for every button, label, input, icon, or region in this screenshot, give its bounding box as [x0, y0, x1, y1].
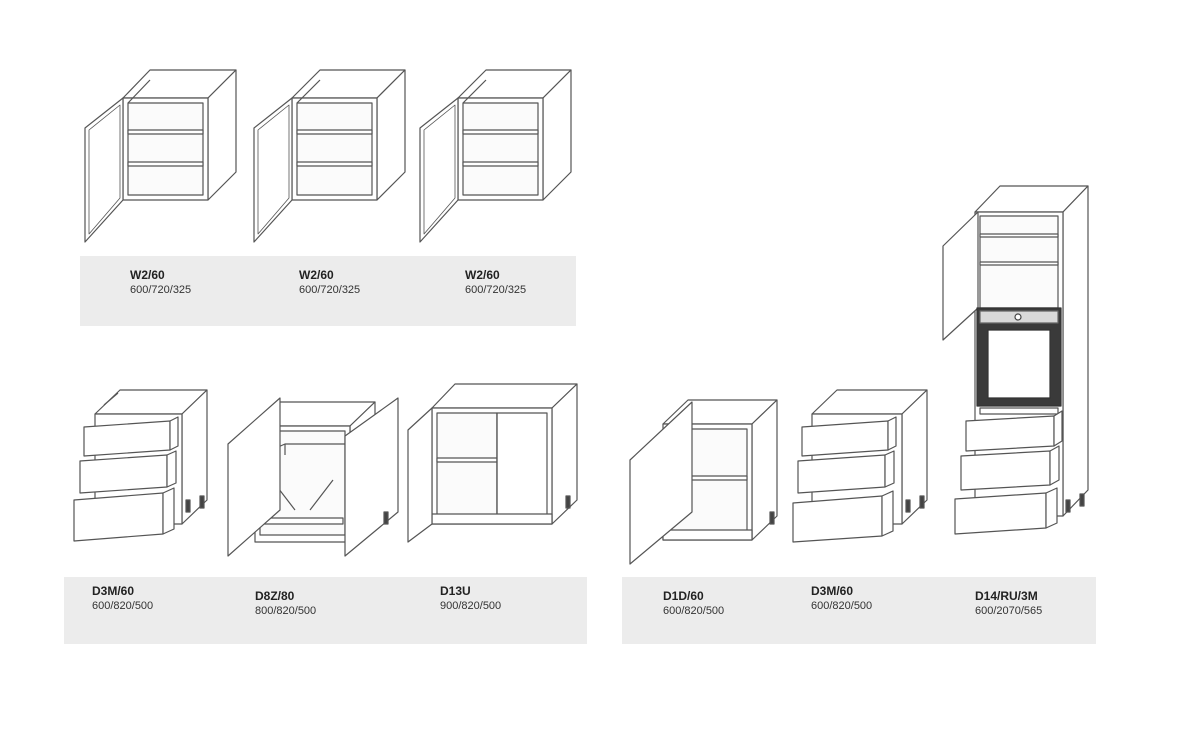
- cabinet-label-3: W2/60 600/720/325: [465, 269, 526, 296]
- cabinet-dimensions: 600/720/325: [465, 284, 527, 296]
- cabinet-label-6: D13U 900/820/500: [440, 585, 501, 612]
- cabinet-code: D3M/60: [811, 584, 854, 598]
- cabinet-drawing-d14-ru-3m: [943, 186, 1088, 534]
- cabinet-code: W2/60: [130, 268, 165, 282]
- cabinet-dimensions: 600/2070/565: [975, 605, 1043, 617]
- cabinet-label-7: D1D/60 600/820/500: [663, 590, 724, 617]
- cabinet-drawing-w2-60-1: [85, 70, 236, 242]
- cabinet-drawing-d3m-60-b: [793, 390, 927, 542]
- cabinet-label-4: D3M/60 600/820/500: [92, 585, 153, 612]
- cabinet-drawing-d3m-60-a: [74, 390, 207, 541]
- cabinet-dimensions: 900/820/500: [440, 600, 502, 612]
- cabinet-code: W2/60: [299, 268, 334, 282]
- cabinet-drawing-d13u: [408, 384, 577, 542]
- cabinet-code: W2/60: [465, 268, 500, 282]
- cabinet-label-5: D8Z/80 800/820/500: [255, 590, 316, 617]
- cabinet-drawing-d1d-60: [630, 400, 777, 564]
- cabinet-code: D3M/60: [92, 584, 135, 598]
- cabinet-dimensions: 600/820/500: [811, 600, 873, 612]
- cabinet-code: D14/RU/3M: [975, 589, 1038, 603]
- cabinet-code: D1D/60: [663, 589, 704, 603]
- cabinet-drawing-w2-60-3: [420, 70, 571, 242]
- cabinet-label-2: W2/60 600/720/325: [299, 269, 360, 296]
- cabinet-code: D13U: [440, 584, 471, 598]
- cabinet-label-9: D14/RU/3M 600/2070/565: [975, 590, 1042, 617]
- label-band-base-right: [622, 577, 1096, 644]
- cabinet-drawing-d8z-80: [228, 398, 398, 556]
- cabinet-dimensions: 600/820/500: [663, 605, 725, 617]
- cabinet-dimensions: 800/820/500: [255, 605, 317, 617]
- cabinet-code: D8Z/80: [255, 589, 295, 603]
- label-band-base-left: [64, 577, 587, 644]
- label-band-wall: [80, 256, 576, 326]
- cabinet-dimensions: 600/820/500: [92, 600, 154, 612]
- cabinet-dimensions: 600/720/325: [130, 284, 192, 296]
- cabinet-label-1: W2/60 600/720/325: [130, 269, 191, 296]
- cabinet-dimensions: 600/720/325: [299, 284, 361, 296]
- cabinet-drawing-w2-60-2: [254, 70, 405, 242]
- cabinet-label-8: D3M/60 600/820/500: [811, 585, 872, 612]
